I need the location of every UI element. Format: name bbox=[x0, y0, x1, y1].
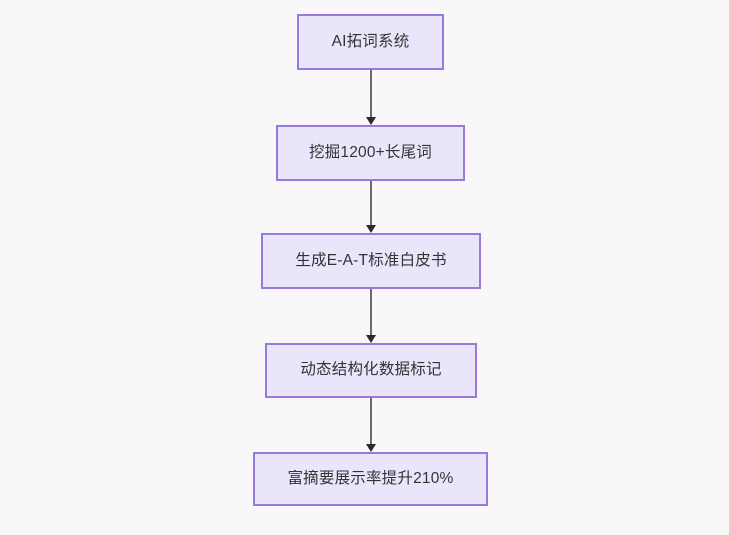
flow-node-label: 挖掘1200+长尾词 bbox=[308, 143, 433, 161]
flow-node-label: AI拓词系统 bbox=[331, 32, 410, 50]
flow-node-label: 生成E-A-T标准白皮书 bbox=[295, 251, 447, 269]
flow-node-generate-eat-whitepaper[interactable]: 生成E-A-T标准白皮书 bbox=[261, 233, 481, 289]
arrow-down-icon bbox=[366, 117, 376, 125]
flow-node-ai-keyword-system[interactable]: AI拓词系统 bbox=[297, 14, 444, 70]
arrow-down-icon bbox=[366, 444, 376, 452]
flow-node-rich-snippet-impression-lift[interactable]: 富摘要展示率提升210% bbox=[253, 452, 488, 506]
edge-line bbox=[370, 398, 372, 444]
arrow-down-icon bbox=[366, 225, 376, 233]
flow-node-dynamic-structured-data-markup[interactable]: 动态结构化数据标记 bbox=[265, 343, 477, 398]
edge-line bbox=[370, 181, 372, 225]
flow-node-label: 动态结构化数据标记 bbox=[300, 361, 442, 379]
flow-node-label: 富摘要展示率提升210% bbox=[287, 469, 454, 487]
flow-node-mine-longtail-keywords[interactable]: 挖掘1200+长尾词 bbox=[276, 125, 465, 181]
edge-line bbox=[370, 289, 372, 335]
arrow-down-icon bbox=[366, 335, 376, 343]
edge-line bbox=[370, 70, 372, 117]
